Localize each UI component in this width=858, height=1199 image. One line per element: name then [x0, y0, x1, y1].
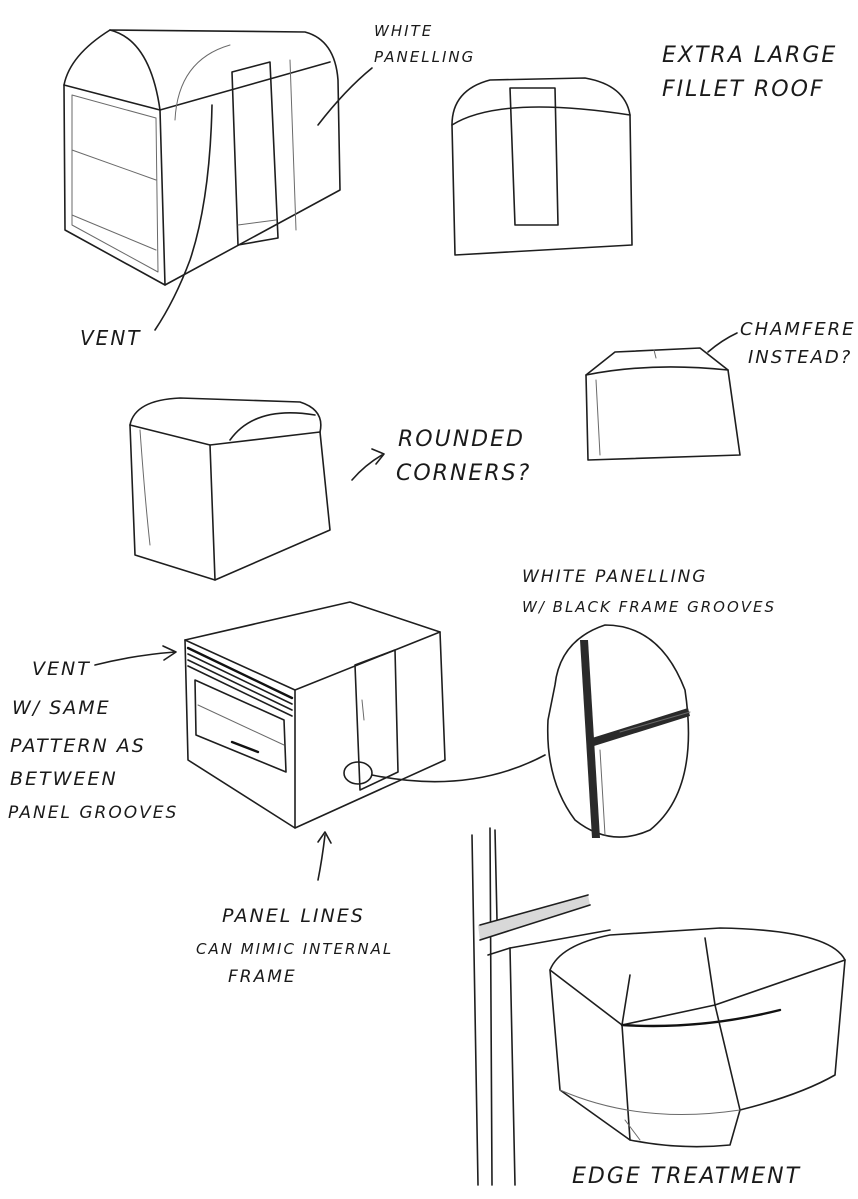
sketch-fillet-roof-front [451, 77, 633, 256]
label-vent-top: VENT [80, 326, 142, 350]
label-white-panelling: PANELLING [374, 48, 475, 66]
label-panel-lines: PANEL LINES [222, 905, 365, 927]
label-vent-pattern: PANEL GROOVES [8, 803, 178, 823]
sketch-chamfer-roof [585, 347, 741, 461]
label-panel-lines: CAN MIMIC INTERNAL [196, 940, 393, 958]
pointer-lines [94, 67, 738, 881]
label-vent-pattern: W/ SAME [12, 697, 111, 719]
label-extra-large-fillet: EXTRA LARGE [662, 43, 837, 68]
label-edge-treatment: EDGE TREATMENT [572, 1164, 801, 1189]
sketch-groove-detail [546, 624, 691, 838]
sketch-vent-panel-box [184, 601, 546, 829]
label-chamfere: CHAMFERE [740, 319, 856, 340]
label-chamfere: INSTEAD? [748, 347, 852, 368]
sketch-wall-post [471, 827, 611, 1186]
sketch-rounded-corners-cube [129, 397, 331, 581]
sketch-edge-treatment [549, 927, 846, 1148]
label-rounded-corners: ROUNDED [398, 427, 525, 452]
label-vent-pattern: VENT [32, 658, 91, 680]
label-extra-large-fillet: FILLET ROOF [662, 77, 825, 102]
label-white-panelling-grooves: W/ BLACK FRAME GROOVES [522, 598, 776, 616]
label-panel-lines: FRAME [228, 967, 297, 987]
label-vent-pattern: PATTERN AS [10, 735, 146, 757]
label-white-panelling: WHITE [374, 22, 433, 40]
label-vent-pattern: BETWEEN [10, 768, 118, 790]
label-rounded-corners: CORNERS? [396, 461, 531, 486]
sketch-fillet-roof-unit [63, 29, 341, 286]
label-white-panelling-grooves: WHITE PANELLING [522, 567, 707, 587]
